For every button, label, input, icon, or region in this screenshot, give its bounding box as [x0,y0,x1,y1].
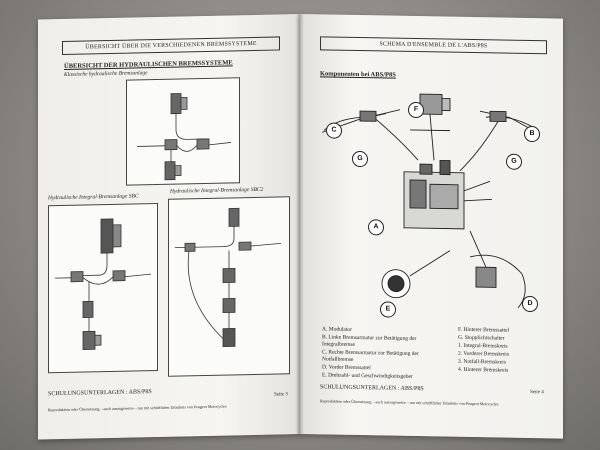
sbc2-drawing [175,207,282,348]
legend-item: 1. Integral-Bremskreis [458,342,508,350]
legend-item: D. Vorder Bremssattel [322,364,371,372]
legend-item: 4. Hinterer Bremskreis [458,366,509,374]
left-footer-label: SCHULUNGSUNTERLAGEN : ABS/P8S [48,389,152,398]
legend-item: F. Hinterer Bremssattel [458,326,510,334]
legend-item: 3. Notfall-Bremskreis [458,358,506,366]
callout-f: F [408,101,424,119]
caption-sbc2: Hydraulische Integral-Bremsanlage SBC2 [170,186,264,195]
callout-c: C [326,122,342,139]
component-legend: A. Modulator B. Linke Bremsarmatur zur B… [300,14,563,380]
left-footer-page: Seite 3 [274,392,288,398]
caption-sbc: Hydraulische Integral-Bremsanlage SBC [48,193,139,202]
legend-item: Notfallbremse [322,356,354,363]
left-page: ÜBERSICHT ÜBER DIE VERSCHIEDENEN BREMSSY… [38,14,300,440]
sbc-drawing [55,218,152,350]
legend-item: E. Drehzahl- und Geschwindigkeitsgeber [322,372,413,380]
legend-item: A. Modulator [322,326,352,333]
callout-e: E [380,301,396,318]
right-page-header: SCHEMA D'ENSEMBLE DE L'ABS/P8S [320,36,547,55]
right-footer-page: Seite 4 [530,390,544,396]
open-manual: ÜBERSICHT ÜBER DIE VERSCHIEDENEN BREMSSY… [38,14,563,440]
diagram-sbc2 [168,196,290,377]
callout-b: B [524,125,540,143]
booklet-spine [296,14,304,434]
right-footer-note: Reproduktion oder Übersetzung – auch aus… [320,398,499,407]
callout-g-right: G [506,153,522,170]
diagram-sbc [48,202,158,374]
right-footer-label: SCHULUNGSUNTERLAGEN : ABS/P8S [320,384,424,393]
classic-brake-drawing [137,93,232,181]
legend-item: Integralbremse [322,341,355,348]
legend-item: 2. Vorderer Bremskreis [458,350,509,358]
callout-a: A [368,219,384,236]
left-footer-note: Reproduktion oder Übersetzung – auch aus… [48,403,227,413]
caption-classic-brake: Klassische hydraulische Bremsanlage [64,70,148,78]
callout-g-left: G [352,150,368,168]
right-page: SCHEMA D'ENSEMBLE DE L'ABS/P8S Komponent… [300,14,563,439]
callout-d: D [522,295,538,313]
legend-item: G. Stopplichtschalter [458,334,505,342]
diagram-classic-brake [126,77,240,186]
abs-schematic-drawing [321,93,541,309]
left-page-title: ÜBERSICHT DER HYDRAULISCHEN BREMSSYSTEME [64,59,233,70]
left-page-header: ÜBERSICHT ÜBER DIE VERSCHIEDENEN BREMSSY… [62,36,280,55]
right-page-title: Komponenten bei ABS/P8S [320,70,396,79]
